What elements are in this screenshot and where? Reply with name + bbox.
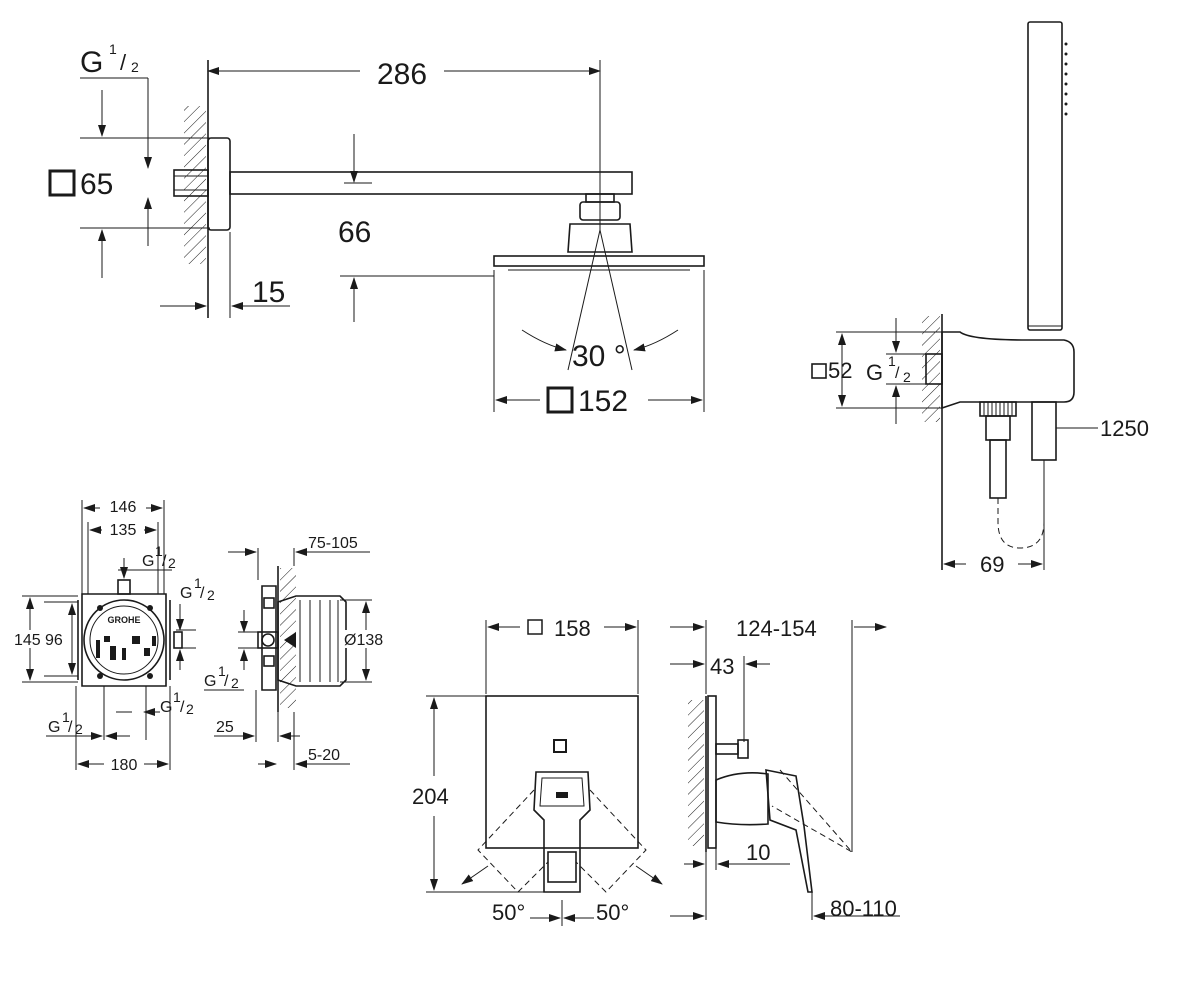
dim-valve-depth: 43: [710, 654, 734, 679]
dim-flange-size: 65: [80, 168, 113, 201]
svg-text:G: G: [204, 673, 216, 690]
svg-text:/: /: [180, 699, 185, 716]
hose-fitting: [989, 439, 1007, 499]
trim-plate: [485, 695, 639, 849]
box-frame: [77, 593, 171, 687]
dim-trim-depth: 124-154: [736, 616, 817, 641]
indicator-icon: [553, 739, 567, 753]
box-body-side: [277, 595, 347, 687]
box-mount: [261, 585, 277, 691]
shower-arm: [229, 171, 633, 195]
svg-text:/: /: [895, 365, 900, 382]
svg-text:/: /: [162, 553, 167, 570]
square-icon: [811, 363, 827, 379]
ball-joint: [567, 223, 633, 253]
box-internals: [96, 605, 156, 679]
svg-text:G: G: [160, 699, 172, 716]
holder-body: [941, 331, 1075, 410]
dim-box-height-inner: 96: [45, 632, 63, 649]
dim-plate-depth: 10: [746, 840, 770, 865]
svg-text:2: 2: [231, 675, 239, 691]
dim-tilt-angle: 30 °: [572, 340, 626, 373]
thread-num-top: 1: [109, 41, 117, 57]
svg-text:2: 2: [168, 555, 176, 571]
svg-text:1: 1: [62, 709, 70, 725]
dim-box-offset: 25: [216, 719, 234, 736]
svg-text:2: 2: [186, 701, 194, 717]
svg-text:/: /: [68, 719, 73, 736]
svg-text:1: 1: [888, 353, 896, 369]
dim-head-size: 152: [578, 385, 628, 418]
svg-text:2: 2: [903, 369, 911, 385]
spray-nozzles: [1064, 42, 1068, 116]
dim-box-width-inner: 135: [110, 522, 137, 539]
dim-box-width-outer: 146: [110, 499, 137, 516]
dim-lever-range: 80-110: [830, 896, 897, 921]
dim-holder-size: 52: [828, 358, 852, 383]
rough-in-box-side: 75-105 Ø138 G 1 / 2 25 5-20: [204, 535, 390, 770]
dim-box-total-width: 180: [111, 757, 138, 774]
hose-loop: [997, 460, 1045, 549]
brand-logo: GROHE: [107, 615, 140, 625]
svg-text:1: 1: [155, 543, 163, 559]
square-icon: [546, 386, 574, 414]
hand-shower-holder-view: 1250 69 52 G 1 / 2: [811, 21, 1149, 577]
dim-projection: 69: [980, 552, 1004, 577]
rough-in-box-front: GROHE 146 135 G 1 / 2 G 1: [12, 498, 215, 774]
thread-label-holder: G: [866, 360, 883, 385]
box-body: [83, 599, 165, 681]
thread-label-top: G: [80, 46, 103, 79]
dim-box-diameter: Ø138: [344, 632, 383, 649]
svg-text:/: /: [224, 673, 229, 690]
mixer-lever-side: [765, 769, 813, 893]
svg-text:/: /: [200, 585, 205, 602]
trim-front-view: 50° 50° 158 204: [412, 616, 663, 926]
wall-hatch: [184, 106, 206, 264]
dim-wall-offset: 15: [252, 276, 285, 309]
dim-trim-size: 158: [554, 616, 591, 641]
svg-text:1: 1: [194, 575, 202, 591]
svg-text:1: 1: [218, 663, 226, 679]
dim-angle-right: 50°: [596, 900, 629, 925]
thread-den-top: 2: [131, 59, 139, 75]
svg-text:G: G: [48, 719, 60, 736]
arm-flange: [207, 137, 231, 231]
wall-connector: [173, 169, 209, 197]
head-shower-view: 286 G 1 / 2 65 66 15 30 ° 15: [48, 41, 705, 418]
dim-box-height-outer: 145: [14, 632, 41, 649]
svg-text:1: 1: [173, 689, 181, 705]
hand-shower: [1027, 21, 1063, 331]
square-icon: [527, 619, 543, 635]
svg-text:G: G: [180, 585, 192, 602]
dim-arm-drop: 66: [338, 216, 371, 249]
svg-text:G: G: [142, 553, 154, 570]
dim-trim-height: 204: [412, 784, 449, 809]
trim-side-view: 124-154 43 10 80-110: [670, 616, 900, 921]
dim-plaster-range: 5-20: [308, 747, 340, 764]
svg-text:2: 2: [207, 587, 215, 603]
dim-angle-left: 50°: [492, 900, 525, 925]
mixer-body-side: [715, 772, 769, 826]
svg-text:2: 2: [75, 721, 83, 737]
dim-box-depth: 75-105: [308, 535, 358, 552]
dim-hose-length: 1250: [1100, 416, 1149, 441]
head-shower: [493, 255, 705, 267]
stop-valve-knob: [737, 739, 749, 759]
dim-arm-length: 286: [377, 58, 427, 91]
square-icon: [48, 169, 76, 197]
trim-plate-side: [707, 695, 717, 849]
hose-nut: [979, 401, 1017, 417]
mixer-lever: [533, 771, 591, 893]
svg-text:/: /: [120, 50, 127, 75]
